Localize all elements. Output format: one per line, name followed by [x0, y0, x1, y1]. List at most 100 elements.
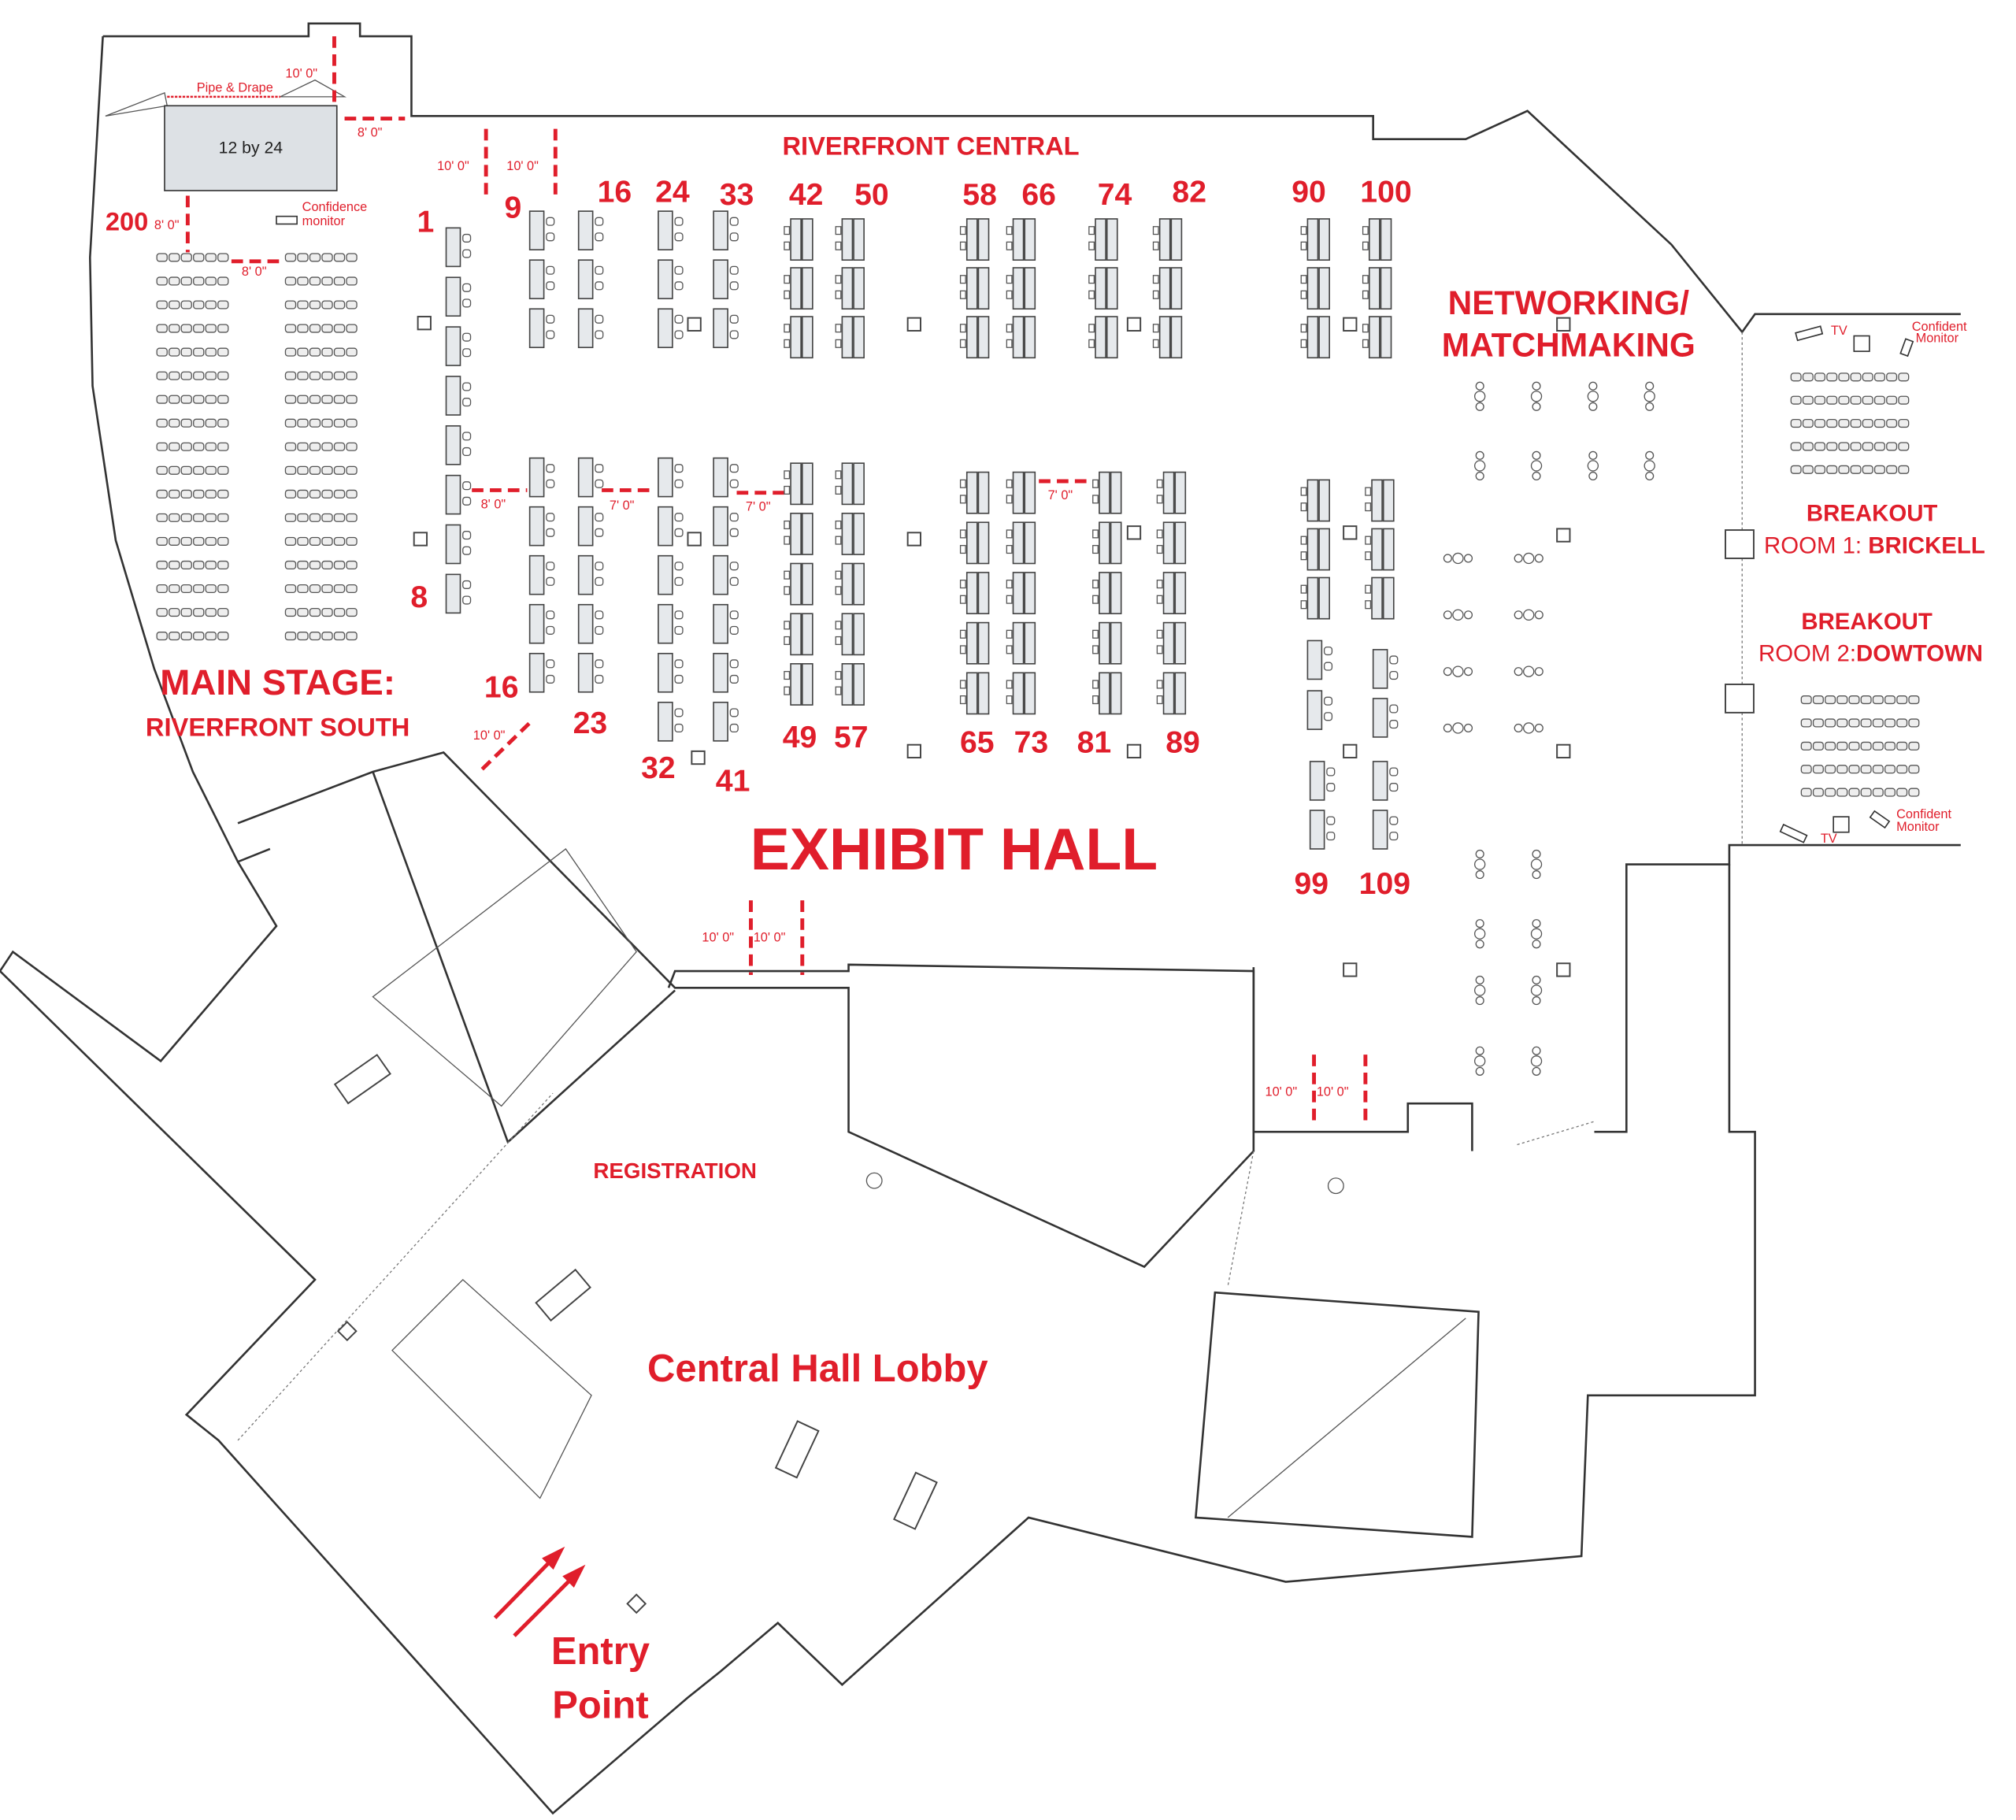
booth-number[interactable]: 65	[960, 726, 995, 760]
cocktail-table	[1523, 609, 1535, 621]
seat	[1838, 418, 1850, 428]
booth-number[interactable]: 58	[962, 178, 997, 212]
booth-table	[1099, 471, 1110, 514]
booth-number[interactable]: 109	[1359, 867, 1410, 901]
cocktail-table	[1587, 391, 1599, 402]
booth-number[interactable]: 57	[834, 721, 869, 754]
chair	[1532, 940, 1541, 949]
booth-number[interactable]: 66	[1021, 178, 1056, 212]
column-post	[691, 750, 706, 765]
seat	[1898, 442, 1910, 451]
seat	[346, 489, 358, 499]
chair	[1006, 495, 1013, 504]
booth-table	[1371, 479, 1383, 522]
chair	[1532, 1066, 1541, 1076]
seat	[284, 632, 297, 641]
booth-table	[1110, 621, 1122, 665]
booth-number[interactable]: 49	[783, 721, 817, 754]
networking-label[interactable]: NETWORKING/	[1448, 284, 1690, 321]
chair	[1326, 816, 1336, 825]
booth-table	[1318, 576, 1330, 620]
chair	[959, 324, 966, 333]
seat	[1898, 418, 1910, 428]
booth-table	[1368, 267, 1380, 310]
chair	[1092, 580, 1099, 589]
booth-number[interactable]: 100	[1360, 176, 1411, 209]
breakout-room-2-label[interactable]: BREAKOUT	[1801, 609, 1933, 635]
central-hall-lobby-label[interactable]: Central Hall Lobby	[647, 1347, 988, 1390]
booth-number[interactable]: 89	[1166, 726, 1200, 760]
booth-number[interactable]: 9	[505, 191, 522, 224]
seat	[193, 513, 205, 522]
booth-table	[790, 562, 802, 606]
tv-label: TV	[1831, 324, 1847, 338]
seat	[309, 489, 321, 499]
booth-table	[713, 554, 728, 595]
confidence-monitor-label-2: monitor	[302, 214, 346, 228]
seat	[1838, 395, 1850, 405]
seat	[321, 395, 333, 404]
seat	[1802, 418, 1814, 428]
booth-table	[801, 562, 813, 606]
chair	[462, 531, 472, 540]
booth-number[interactable]: 74	[1098, 178, 1132, 212]
chair	[835, 290, 842, 299]
seat	[346, 300, 358, 310]
seat	[205, 560, 217, 570]
seat	[169, 324, 180, 333]
chair	[674, 625, 684, 635]
breakout-room-1-label[interactable]: BREAKOUT	[1807, 501, 1938, 527]
chair	[595, 562, 604, 571]
booth-number[interactable]: 23	[573, 706, 608, 740]
booth-number[interactable]: 42	[789, 178, 824, 212]
booth-number[interactable]: 90	[1292, 176, 1326, 209]
booth-table	[965, 316, 978, 359]
seat	[297, 442, 309, 451]
seat	[1872, 741, 1884, 751]
chair	[1534, 667, 1544, 676]
booth-number[interactable]: 82	[1172, 176, 1206, 209]
tv-icon	[1779, 823, 1808, 843]
seat	[297, 465, 309, 475]
entry-point-label[interactable]: Entry	[551, 1630, 650, 1673]
chair	[1006, 226, 1013, 235]
booth-number[interactable]: 73	[1014, 726, 1049, 760]
seat	[333, 324, 346, 333]
booth-number[interactable]: 50	[854, 178, 889, 212]
column-post	[1126, 743, 1142, 759]
booth-number[interactable]: 81	[1077, 726, 1112, 760]
chair	[546, 513, 555, 522]
seat	[1802, 442, 1814, 451]
booth-table	[1024, 267, 1036, 310]
seat	[297, 489, 309, 499]
booth-number[interactable]: 16	[484, 670, 519, 704]
seat	[1836, 788, 1848, 797]
exhibit-hall-title[interactable]: EXHIBIT HALL	[750, 816, 1158, 882]
main-stage-label[interactable]: MAIN STAGE:	[160, 662, 395, 702]
booth-number[interactable]: 32	[641, 751, 676, 785]
booth-table	[1170, 316, 1183, 359]
seat	[321, 253, 333, 262]
seat	[1790, 465, 1802, 474]
furniture	[156, 210, 1920, 1076]
booth-number[interactable]: 8	[410, 580, 428, 614]
booth-number[interactable]: 99	[1295, 867, 1329, 901]
chair	[462, 249, 472, 258]
booth-number[interactable]: 24	[655, 176, 690, 209]
registration-label[interactable]: REGISTRATION	[593, 1158, 757, 1183]
chair	[1092, 529, 1099, 539]
seat	[1802, 373, 1814, 382]
seat	[346, 465, 358, 475]
seat	[193, 300, 205, 310]
cocktail-table	[1530, 984, 1543, 996]
booth-table	[1318, 528, 1330, 571]
booth-number[interactable]: 16	[598, 176, 632, 209]
seat	[1825, 695, 1836, 705]
booth-number[interactable]: 1	[417, 205, 435, 239]
seat	[180, 253, 192, 262]
chair	[835, 520, 842, 530]
breakout-room-1-sublabel: ROOM 1: BRICKELL	[1764, 532, 1985, 558]
booth-number[interactable]: 33	[720, 178, 754, 212]
booth-table	[977, 267, 990, 310]
booth-number[interactable]: 41	[716, 764, 750, 798]
